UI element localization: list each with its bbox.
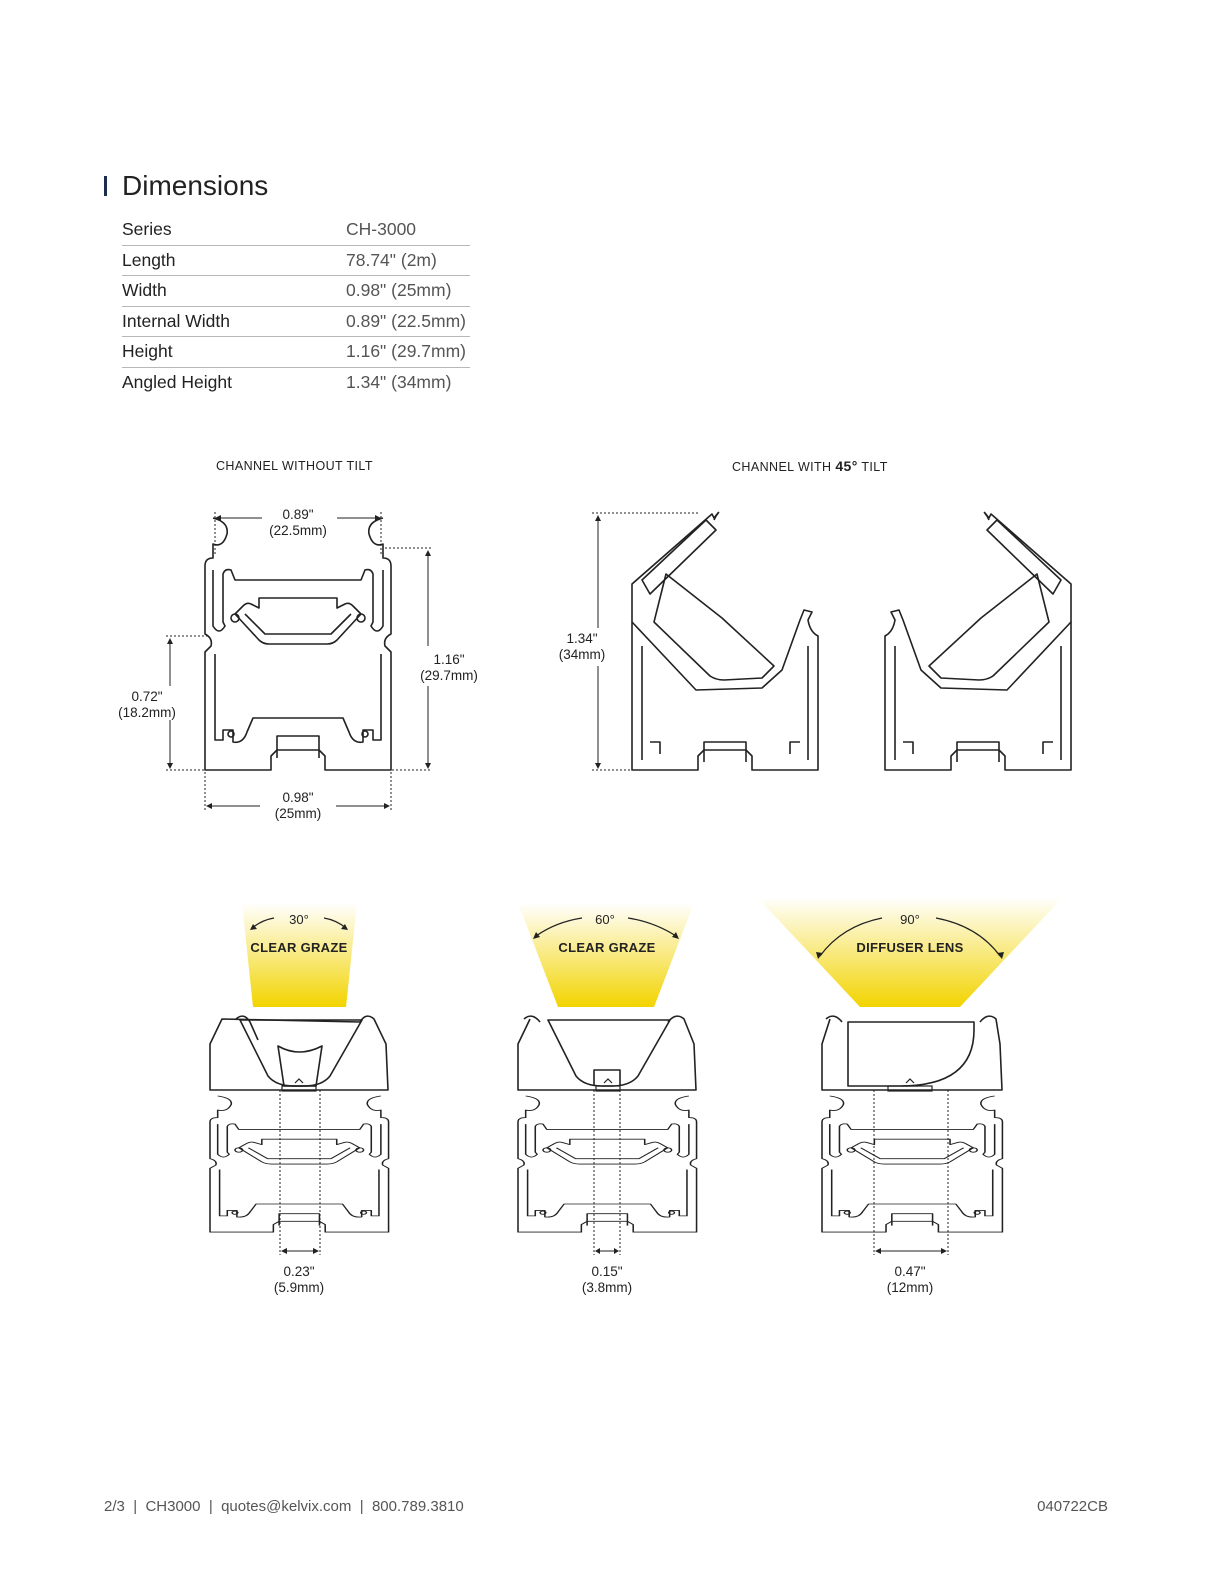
dim-mm: (3.8mm) <box>581 1280 633 1295</box>
dim-height: 1.16"(29.7mm) <box>420 652 478 684</box>
footer-separator: | <box>359 1498 364 1515</box>
spec-value: 78.74" (2m) <box>346 245 470 276</box>
section-accent-bar <box>104 176 107 196</box>
caption-tilt-prefix: CHANNEL WITH <box>732 460 836 474</box>
spec-value: 0.89" (22.5mm) <box>346 306 470 337</box>
beam-30 <box>242 903 357 1007</box>
footer-email[interactable]: quotes@kelvix.com <box>221 1498 352 1515</box>
footer: 2/3 | CH3000 | quotes@kelvix.com | 800.7… <box>104 1498 464 1515</box>
dim-internal-width: 0.89"(22.5mm) <box>269 507 327 539</box>
dim-opening-1: 0.23"(5.9mm) <box>274 1264 324 1296</box>
beam-lens-2: CLEAR GRAZE <box>558 940 656 955</box>
beam-lens-3: DIFFUSER LENS <box>856 940 964 955</box>
beam-angle-3: 90° <box>900 912 920 927</box>
dim-in: 0.23" <box>283 1264 315 1279</box>
dim-in: 0.98" <box>282 790 314 805</box>
dim-in: 1.34" <box>566 631 598 646</box>
spec-label: Series <box>122 215 346 246</box>
beam-90 <box>757 897 1063 1007</box>
footer-page: 2/3 <box>104 1498 125 1515</box>
footer-separator: | <box>133 1498 138 1515</box>
spec-label: Width <box>122 275 346 307</box>
dim-in: 0.72" <box>131 689 163 704</box>
spec-value: 0.98" (25mm) <box>346 275 470 307</box>
dim-lower-height: 0.72"(18.2mm) <box>118 689 176 721</box>
dim-in: 0.15" <box>591 1264 623 1279</box>
dim-mm: (25mm) <box>274 806 322 821</box>
dim-mm: (34mm) <box>558 647 606 662</box>
table-row: Angled Height 1.34" (34mm) <box>122 367 470 397</box>
caption-no-tilt: CHANNEL WITHOUT TILT <box>216 459 373 473</box>
dim-opening-2: 0.15"(3.8mm) <box>582 1264 632 1296</box>
dim-mm: (22.5mm) <box>269 523 327 538</box>
section-title: Dimensions <box>122 170 269 201</box>
dim-mm: (29.7mm) <box>420 668 478 683</box>
beam-lens-1: CLEAR GRAZE <box>250 940 348 955</box>
caption-tilt-angle: 45° <box>835 458 858 474</box>
footer-separator: | <box>208 1498 213 1515</box>
footer-doc-code: 040722CB <box>1037 1498 1108 1515</box>
dim-in: 0.47" <box>894 1264 926 1279</box>
dim-mm: (5.9mm) <box>273 1280 325 1295</box>
caption-tilt: CHANNEL WITH 45° TILT <box>732 458 888 474</box>
dim-mm: (12mm) <box>886 1280 934 1295</box>
spec-value: 1.34" (34mm) <box>346 371 452 392</box>
dim-angled-height: 1.34"(34mm) <box>559 631 606 663</box>
spec-label: Internal Width <box>122 306 346 337</box>
beam-60 <box>518 903 694 1007</box>
spec-label: Length <box>122 245 346 276</box>
dim-width: 0.98"(25mm) <box>275 790 322 822</box>
spec-value: 1.16" (29.7mm) <box>346 336 470 368</box>
footer-model: CH3000 <box>145 1498 201 1515</box>
spec-label: Angled Height <box>122 371 232 392</box>
dim-in: 1.16" <box>433 652 465 667</box>
dim-in: 0.89" <box>282 507 314 522</box>
spec-value: CH-3000 <box>346 215 470 246</box>
dim-opening-3: 0.47"(12mm) <box>887 1264 934 1296</box>
beam-angle-2: 60° <box>595 912 615 927</box>
caption-tilt-suffix: TILT <box>857 460 888 474</box>
footer-phone[interactable]: 800.789.3810 <box>371 1498 464 1515</box>
spec-label: Height <box>122 336 346 368</box>
dim-mm: (18.2mm) <box>118 705 176 720</box>
beam-angle-1: 30° <box>289 912 309 927</box>
